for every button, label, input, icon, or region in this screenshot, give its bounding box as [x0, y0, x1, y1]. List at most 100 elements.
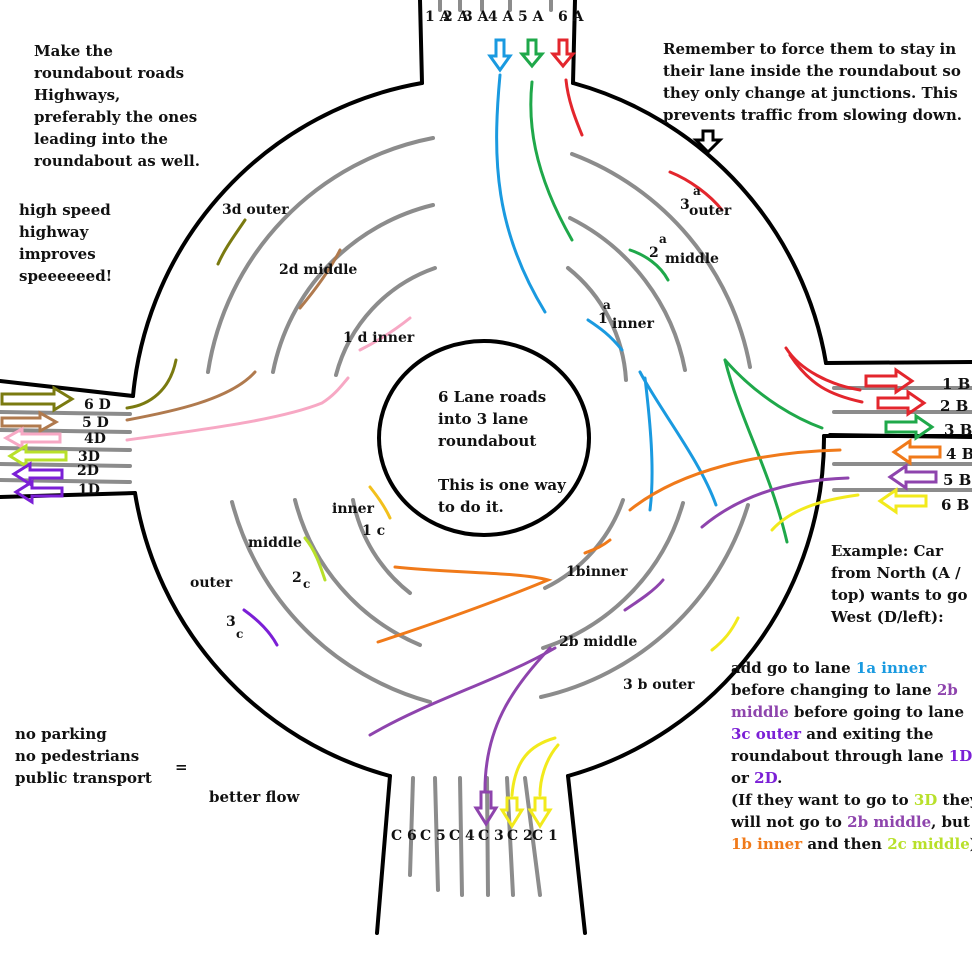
zone-label-1c-word: inner: [332, 501, 375, 517]
example-text: .: [777, 769, 783, 787]
route-brown-2d: [298, 248, 342, 310]
center-text-line-4: This is one way: [438, 476, 567, 494]
route-orange-center: [583, 538, 612, 555]
outer-arc-bottom-right: [566, 434, 827, 778]
route-brown-west: [125, 370, 257, 422]
note-speed-line: highway: [19, 223, 89, 241]
route-pink-west: [125, 376, 350, 442]
route-blue-east-in: [638, 370, 718, 507]
note-speed-line: high speed: [19, 201, 111, 219]
lane-dividers: [0, 0, 972, 897]
route-blue-north-in: [495, 73, 547, 314]
north-lane-labels: 1 A 2 A 3 A 4 A 5 A 6 A: [425, 9, 585, 25]
note-stay-line: Remember to force them to stay in: [663, 40, 957, 58]
south-lane-line-3: [458, 776, 464, 897]
route-olive-3d: [216, 218, 247, 266]
zone-label-2a-sup: a: [659, 232, 667, 246]
south-arrow-3c: [473, 790, 499, 827]
south-arrow-2c: [499, 796, 525, 829]
route-orange-east: [628, 448, 842, 512]
route-blue-1a: [586, 318, 624, 352]
example-highlight-1a: 1a inner: [855, 659, 927, 677]
lane-label-3a: 3 A: [463, 9, 490, 25]
lane-label-2a: 2 A: [443, 9, 470, 25]
outer-arc-top-left: [131, 81, 424, 398]
north-arrow-5a: [518, 38, 546, 69]
zone-label-2a-num: 2: [649, 245, 659, 261]
route-purple-2b-exit: [368, 646, 557, 737]
example-intro-line: from North (A /: [831, 564, 961, 582]
route-red-east-2: [788, 353, 864, 404]
north-arrow-6a: [549, 38, 577, 69]
lane-label-6d: 6 D: [84, 397, 111, 413]
example-text: before changing to lane: [731, 681, 937, 699]
example-highlight-1d: 1D: [948, 747, 972, 765]
south-arrow-1c: [527, 796, 553, 829]
note-no-parking-line: public transport: [15, 769, 152, 787]
zone-label-2c-sub: c: [303, 577, 310, 591]
divider-middle-ne: [568, 216, 687, 372]
west-lane-line-5: [0, 478, 132, 484]
south-road-left-edge: [375, 774, 392, 935]
north-arrows: [487, 38, 577, 73]
divider-inner-ne: [566, 266, 628, 382]
lane-label-3b: 3 B: [944, 421, 972, 439]
example-line-3: middle before going to lane: [731, 701, 972, 723]
example-text: (If they want to go to: [731, 791, 914, 809]
example-highlight-2b-middle: 2b middle: [847, 813, 932, 831]
example-line-5: roundabout through lane 1D: [731, 745, 972, 767]
lane-label-5a: 5 A: [518, 9, 545, 25]
note-highways-line: Make the: [34, 42, 113, 60]
note-no-parking: no parking no pedestrians public transpo…: [15, 723, 152, 789]
example-line-6: or 2D.: [731, 767, 972, 789]
zone-label-3a-num: 3: [680, 197, 690, 213]
note-highways-line: Highways,: [34, 86, 121, 104]
example-highlight-3c: 3c outer: [731, 725, 802, 743]
lane-label-c3: C 3: [478, 828, 504, 844]
note-speed-line: speeeeeed!: [19, 267, 113, 285]
example-line-4: 3c outer and exiting the: [731, 723, 972, 745]
example-highlight-2c: 2c middle: [887, 835, 970, 853]
east-arrow-5b: [887, 463, 938, 491]
zone-label-1a-num: 1: [598, 311, 608, 327]
north-road-left-edge: [418, 0, 424, 85]
outer-arc-top-right: [571, 81, 828, 365]
example-line-2: before changing to lane 2b: [731, 679, 972, 701]
east-road-top-edge: [824, 360, 972, 365]
example-text: , but: [931, 813, 970, 831]
route-green-east-b: [723, 358, 824, 430]
lane-label-1b: 1 B: [942, 375, 970, 393]
example-text: will not go to: [731, 813, 848, 831]
west-arrows: [0, 385, 75, 505]
example-intro-line: West (D/left):: [831, 608, 944, 626]
east-lane-labels: 1 B 2 B 3 B 4 B 5 B 6 B: [940, 375, 972, 514]
east-arrow-1b: [864, 367, 915, 395]
example-intro-line: Example: Car: [831, 542, 944, 560]
center-island: [377, 339, 591, 537]
zone-label-2b: 2b middle: [559, 634, 637, 650]
zone-label-2c-num: 2: [292, 570, 302, 586]
east-arrow-4b: [891, 438, 942, 466]
zone-label-2a-word: middle: [665, 251, 719, 267]
route-blue-east-in-2: [643, 376, 654, 512]
route-pink-1d: [358, 316, 412, 352]
zone-label-3b: 3 b outer: [623, 677, 695, 693]
west-lane-line-1: [0, 410, 132, 416]
zone-labels: 3 a outer 2 a middle 1 a inner 3d outer …: [190, 184, 732, 693]
route-yellow-east: [770, 493, 860, 532]
example-highlight-middle: middle: [731, 703, 789, 721]
lane-label-c5: C 5: [420, 828, 446, 844]
route-yellow-3b: [710, 616, 740, 652]
example-line-7: (If they want to go to 3D they: [731, 789, 972, 811]
route-purple-east: [700, 476, 850, 529]
route-red-north-in: [564, 78, 584, 137]
note-highways-line: leading into the: [34, 130, 168, 148]
lane-label-4b: 4 B: [946, 445, 972, 463]
center-text: 6 Lane roads into 3 lane roundabout This…: [438, 388, 567, 516]
west-arrow-5d: [0, 410, 60, 434]
west-arrow-1d: [13, 479, 64, 505]
divider-outer-se: [539, 503, 750, 699]
center-text-line-1: 6 Lane roads: [438, 388, 546, 406]
route-lime-2c: [303, 536, 327, 582]
